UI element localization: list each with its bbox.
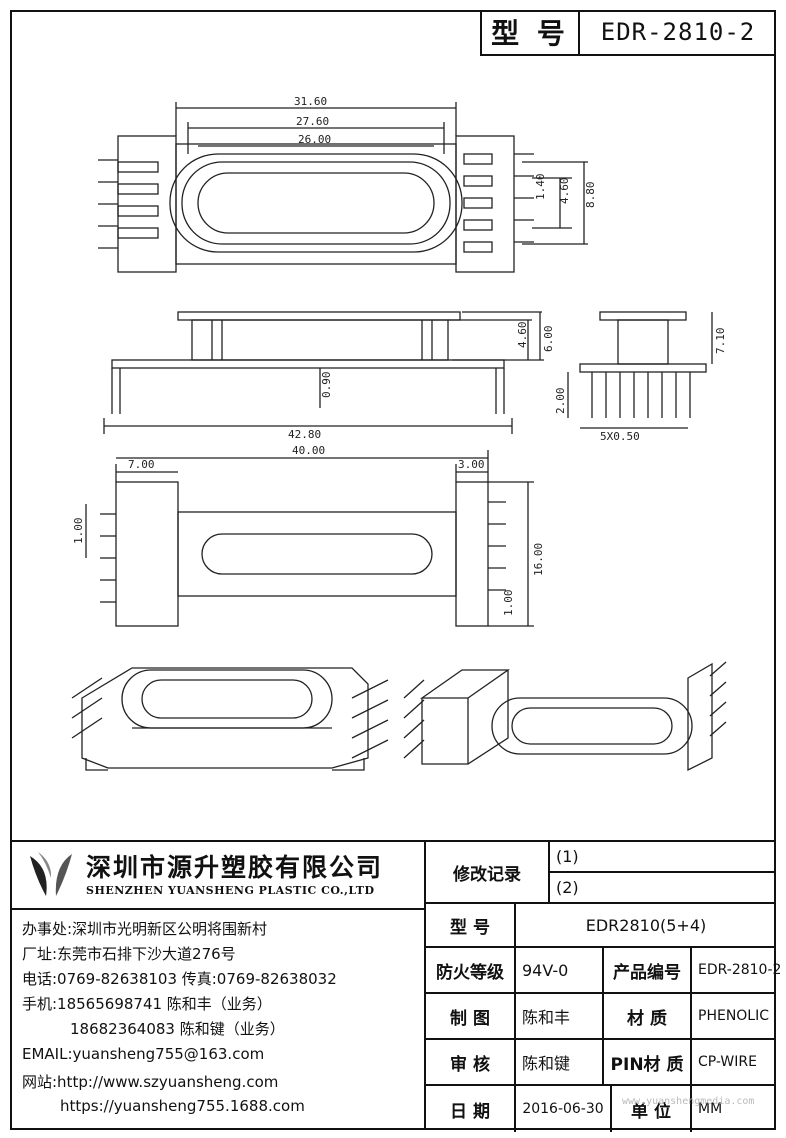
dim-40-00: 40.00 xyxy=(292,444,325,457)
revision-label: 修改记录 xyxy=(426,842,550,904)
office-address: 办事处:深圳市光明新区公明将围新村 xyxy=(22,920,268,938)
unit-value: MM xyxy=(698,1101,723,1117)
top-view-window xyxy=(197,172,435,234)
side-view-base xyxy=(111,359,505,369)
title-block: 深圳市源升塑胶有限公司 SHENZHEN YUANSHENG PLASTIC C… xyxy=(10,840,781,1132)
product-no-label: 产品编号 xyxy=(604,948,692,994)
dim-26-00: 26.00 xyxy=(298,133,331,146)
end-view-body xyxy=(617,319,669,365)
dim-7-00: 7.00 xyxy=(128,458,155,471)
spec-model-value: EDR2810(5+4) xyxy=(516,904,776,948)
website-1: 网站:http://www.szyuansheng.com xyxy=(22,1073,279,1091)
checked-by-value: 陈和键 xyxy=(516,1040,604,1086)
dim-7-10: 7.10 xyxy=(714,328,727,355)
mobile-2: 18682364083 陈和键（业务） xyxy=(70,1020,285,1038)
bottom-view-right-flange xyxy=(455,481,489,627)
top-view-mid-ring xyxy=(181,161,451,245)
top-view-left-flange xyxy=(117,135,177,273)
unit-label: 单 位 xyxy=(612,1086,692,1132)
pin-material-value: CP-WIRE xyxy=(692,1040,776,1086)
fire-rating-label: 防火等级 xyxy=(426,948,516,994)
side-view-body xyxy=(191,319,449,361)
bottom-view-left-flange xyxy=(115,481,179,627)
dim-1-00-left: 1.00 xyxy=(72,518,85,545)
dim-42-80: 42.80 xyxy=(288,428,321,441)
spec-table: 修改记录 (1) (2) 型 号 EDR2810(5+4) 防火等级 94V-0… xyxy=(426,840,781,1132)
end-view-top-flange xyxy=(599,311,687,321)
side-view-top-flange xyxy=(177,311,461,321)
watermark: www.yuanshengmedia.com xyxy=(622,1096,755,1107)
end-view-base xyxy=(579,363,707,373)
date-label: 日 期 xyxy=(426,1086,516,1132)
revision-1: (1) xyxy=(550,842,776,873)
top-view-outer-ring xyxy=(169,153,463,253)
drawn-by-value: 陈和丰 xyxy=(516,994,604,1040)
company-info: 深圳市源升塑胶有限公司 SHENZHEN YUANSHENG PLASTIC C… xyxy=(10,840,426,1130)
technical-drawing: 31.60 27.60 26.00 1.40 4.60 8.80 4.60 6.… xyxy=(71,95,727,772)
header-model-value: EDR-2810-2 xyxy=(600,18,756,46)
dim-16-00: 16.00 xyxy=(532,543,545,576)
logo-area: 深圳市源升塑胶有限公司 SHENZHEN YUANSHENG PLASTIC C… xyxy=(10,842,424,910)
iso-view-right xyxy=(403,661,727,772)
dim-1-00-right: 1.00 xyxy=(502,590,515,617)
product-no-value: EDR-2810-2 xyxy=(692,948,781,994)
dim-4-60-side: 4.60 xyxy=(516,322,529,349)
pin-material-label: PIN材 质 xyxy=(604,1040,692,1086)
company-name-en: SHENZHEN YUANSHENG PLASTIC CO.,LTD xyxy=(86,884,375,897)
dim-4-60-top: 4.60 xyxy=(558,178,571,205)
dim-1-40: 1.40 xyxy=(534,174,547,201)
factory-address: 厂址:东莞市石排下沙大道276号 xyxy=(22,945,236,963)
dim-0-90: 0.90 xyxy=(320,372,333,399)
drawing-frame xyxy=(10,10,776,1130)
bottom-view-body xyxy=(177,511,457,597)
dim-8-80: 8.80 xyxy=(584,182,597,209)
spec-model-label: 型 号 xyxy=(426,904,516,948)
material-label: 材 质 xyxy=(604,994,692,1040)
revision-2: (2) xyxy=(550,873,776,904)
header-model-box: 型 号 EDR-2810-2 xyxy=(480,10,776,56)
dim-27-60: 27.60 xyxy=(296,115,329,128)
phone-fax: 电话:0769-82638103 传真:0769-82638032 xyxy=(22,970,337,988)
fire-rating-value: 94V-0 xyxy=(516,948,604,994)
website-2: https://yuansheng755.1688.com xyxy=(60,1097,305,1115)
company-name-cn: 深圳市源升塑胶有限公司 xyxy=(86,853,384,882)
bottom-view-window xyxy=(201,533,433,575)
drawn-by-label: 制 图 xyxy=(426,994,516,1040)
material-value: PHENOLIC xyxy=(692,994,776,1040)
dim-2-00: 2.00 xyxy=(554,388,567,415)
top-view-body xyxy=(175,143,457,265)
mobile-1: 手机:18565698741 陈和丰（业务） xyxy=(22,995,272,1013)
dim-31-60: 31.60 xyxy=(294,95,327,108)
dim-6-00: 6.00 xyxy=(542,326,555,353)
date-value: 2016-06-30 xyxy=(516,1086,612,1132)
email: EMAIL:yuansheng755@163.com xyxy=(22,1045,265,1063)
dim-5x0-50: 5X0.50 xyxy=(600,430,640,443)
dim-3-00: 3.00 xyxy=(458,458,485,471)
company-logo-icon xyxy=(30,852,72,896)
checked-by-label: 审 核 xyxy=(426,1040,516,1086)
iso-view-left xyxy=(71,667,389,771)
header-model-label: 型 号 xyxy=(482,10,580,54)
